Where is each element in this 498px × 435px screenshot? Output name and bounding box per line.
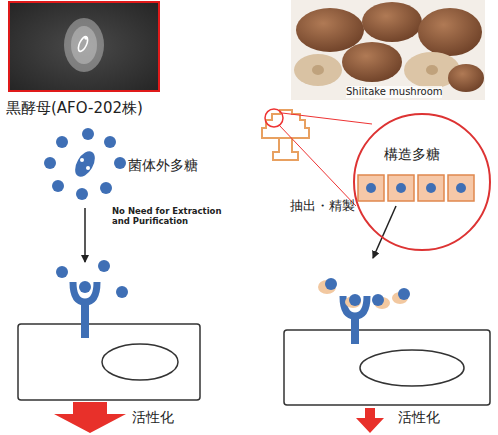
mushroom-icon [262,110,309,160]
shiitake-photo [291,0,485,100]
structural-polysaccharide [448,175,474,201]
yeast-photo [8,1,160,92]
nucleus [360,350,464,386]
extracted-polysaccharide [372,294,384,306]
receptor [351,314,359,344]
shiitake-photo [362,2,422,42]
substance-label: 菌体外多糖 [128,157,208,174]
zoom-line [279,125,356,206]
arrow [84,208,86,262]
structural-polysaccharide [418,175,444,201]
exopolysaccharide [71,148,99,180]
nucleus [102,344,178,380]
yeast-photo [64,18,104,72]
mushroom-icon [262,110,309,138]
exopolysaccharide [82,128,94,140]
node-text: Shiitake mushroom [346,86,442,98]
shiitake-photo [312,65,324,75]
receptor [81,300,89,338]
receptor [79,281,91,293]
exopolysaccharide [44,157,56,169]
shiitake-photo [448,64,484,92]
exopolysaccharide [56,136,68,148]
shiitake-photo [294,54,342,86]
structural-polysaccharide [358,175,384,201]
structural-polysaccharide [396,183,406,193]
effect-label: 活性化 [132,409,192,426]
receptor [98,260,110,272]
structural-polysaccharide [456,183,466,193]
node-text: 黒酵母(AFO-202株) [6,99,174,117]
exopolysaccharide [80,158,84,162]
exopolysaccharide [86,166,90,170]
receptor [56,260,128,298]
structural-polysaccharide [388,175,414,201]
shiitake-photo [342,42,402,82]
zoom-circle: 構造多糖 [352,112,492,252]
yeast-photo [8,1,160,92]
exopolysaccharide [114,157,126,169]
circle-outline [352,112,492,252]
photo-box: 黒酵母(AFO-202株) [8,1,160,92]
photo-box: Shiitake mushroom [291,0,485,100]
exopolysaccharide [44,128,126,200]
zoom-fill [354,114,490,250]
receptor [349,294,361,306]
receptor [73,281,97,338]
yeast-photo [71,26,97,64]
structural-polysaccharide [366,183,376,193]
cell [284,330,490,405]
node-text: 構造多糖 [352,146,472,163]
receptor [56,266,68,278]
receptor [73,282,97,302]
shiitake-photo [291,0,485,100]
activation-arrow [54,402,126,433]
structural-polysaccharide [358,175,474,201]
zoom-line [282,113,372,124]
extracted-polysaccharide [325,278,337,290]
zoom-circle [265,109,283,127]
shiitake-photo [296,8,364,52]
cell [18,324,200,400]
yeast-photo [76,35,89,52]
exopolysaccharide [100,182,112,194]
exopolysaccharide [52,180,64,192]
extracted-polysaccharide [398,288,410,300]
effect-label: 活性化 [398,409,458,426]
receptor [116,286,128,298]
yeast-photo [84,36,88,40]
circle-outline [354,114,490,250]
activation-arrow [356,408,384,433]
structural-polysaccharide [426,183,436,193]
process-label: 抽出・精製 [290,198,370,214]
exopolysaccharide [76,188,88,200]
shiitake-photo [426,65,438,75]
note: No Need for Extraction and Purification [112,206,232,226]
shiitake-photo [418,8,482,56]
exopolysaccharide [104,136,116,148]
receptor [343,294,367,344]
